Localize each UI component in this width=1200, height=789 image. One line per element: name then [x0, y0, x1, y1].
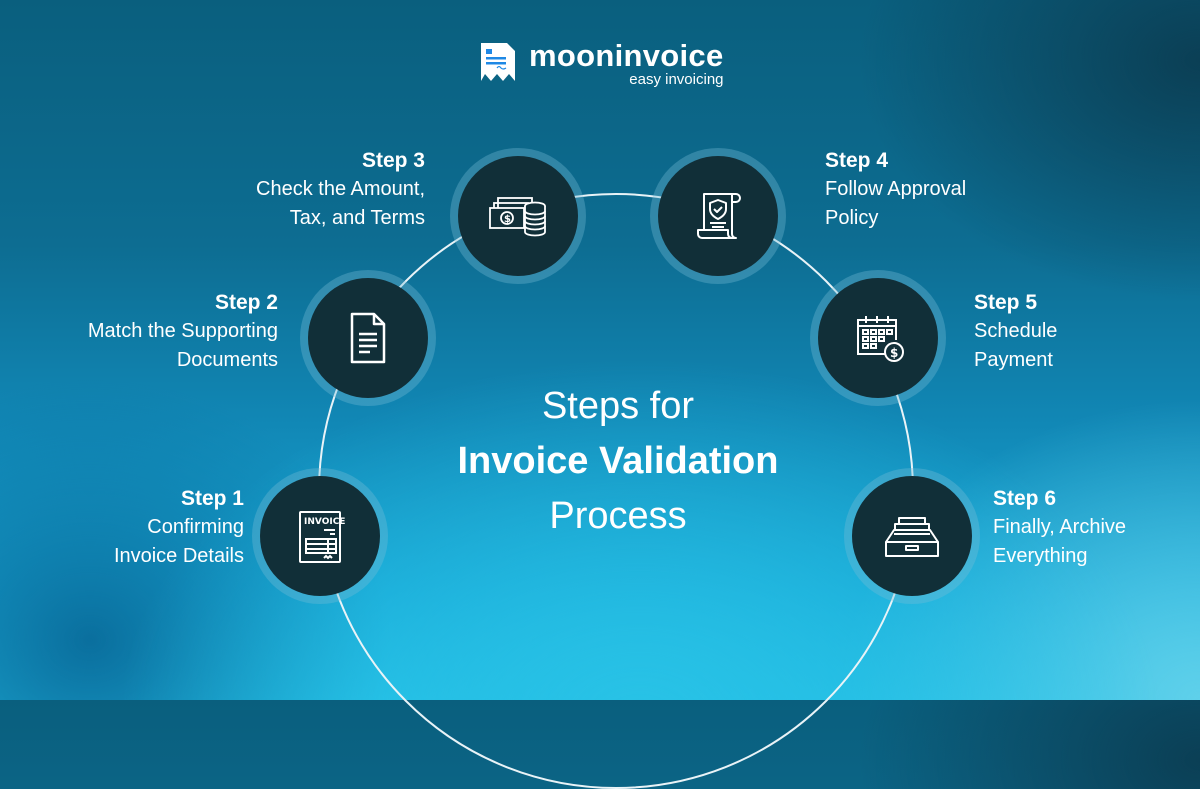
step-5-title: Step 5	[974, 291, 1038, 314]
step-6-label: Step 6 Finally, Archive Everything	[993, 484, 1193, 571]
step-2-title: Step 2	[214, 291, 278, 314]
step-4-node	[650, 148, 786, 284]
calendar-dollar-icon: $	[857, 316, 904, 362]
policy-scroll-shield-icon	[697, 193, 741, 239]
receipt-logo-icon	[481, 43, 515, 81]
brand-tagline: easy invoicing	[629, 71, 724, 88]
step-6-node	[844, 468, 980, 604]
step-5-desc: Schedule Payment	[974, 320, 1058, 371]
step-3-node: $	[450, 148, 586, 284]
step-5-node: $	[810, 270, 946, 406]
document-icon	[350, 312, 386, 364]
archive-tray-icon	[885, 517, 939, 557]
title-line-2: Invoice Validation	[457, 440, 779, 482]
step-3-title: Step 3	[361, 149, 425, 172]
step-1-node: INVOICE	[252, 468, 388, 604]
step-1-label: Step 1 Confirming Invoice Details	[60, 484, 244, 571]
invoice-document-icon: INVOICE	[299, 511, 345, 563]
step-4-title: Step 4	[825, 149, 889, 172]
brand-logo: mooninvoice easy invoicing	[479, 38, 724, 88]
step-1-title: Step 1	[180, 487, 244, 510]
diagram-title: Steps for Invoice Validation Process	[416, 380, 820, 542]
step-1-desc: Confirming Invoice Details	[113, 516, 244, 567]
svg-text:$: $	[504, 214, 511, 225]
step-2-label: Step 2 Match the Supporting Documents	[30, 288, 278, 375]
brand-name: mooninvoice	[529, 38, 724, 73]
step-2-node	[300, 270, 436, 406]
step-6-desc: Finally, Archive Everything	[993, 516, 1127, 567]
svg-text:$: $	[890, 346, 898, 360]
step-4-label: Step 4 Follow Approval Policy	[825, 146, 1025, 233]
step-3-desc: Check the Amount, Tax, and Terms	[256, 178, 425, 229]
title-line-1: Steps for	[541, 385, 695, 427]
step-6-title: Step 6	[993, 487, 1057, 510]
svg-text:INVOICE: INVOICE	[304, 517, 345, 527]
step-3-label: Step 3 Check the Amount, Tax, and Terms	[190, 146, 425, 233]
cash-coins-icon: $	[489, 197, 546, 237]
step-4-desc: Follow Approval Policy	[825, 178, 967, 229]
step-2-desc: Match the Supporting Documents	[87, 320, 278, 371]
step-5-label: Step 5 Schedule Payment	[974, 288, 1174, 375]
title-line-3: Process	[549, 495, 687, 537]
